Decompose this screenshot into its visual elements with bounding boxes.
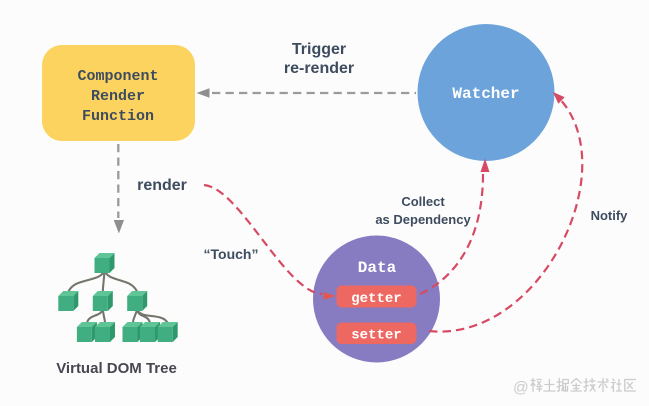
svg-text:Function: Function bbox=[82, 108, 154, 125]
svg-text:Render: Render bbox=[91, 88, 145, 105]
svg-text:@: @ bbox=[513, 380, 529, 397]
svg-text:getter: getter bbox=[351, 291, 401, 307]
svg-text:Virtual DOM Tree: Virtual DOM Tree bbox=[56, 360, 177, 377]
svg-text:Collect: Collect bbox=[401, 194, 445, 209]
svg-text:Component: Component bbox=[77, 68, 158, 85]
svg-text:Trigger: Trigger bbox=[292, 41, 346, 58]
svg-text:Data: Data bbox=[358, 259, 397, 277]
svg-text:as Dependency: as Dependency bbox=[375, 212, 471, 227]
svg-text:render: render bbox=[137, 177, 187, 194]
svg-text:re-render: re-render bbox=[284, 60, 354, 77]
svg-text:setter: setter bbox=[351, 328, 401, 344]
svg-text:Notify: Notify bbox=[591, 208, 629, 223]
svg-text:“Touch”: “Touch” bbox=[204, 246, 259, 262]
svg-text:Watcher: Watcher bbox=[452, 85, 519, 103]
